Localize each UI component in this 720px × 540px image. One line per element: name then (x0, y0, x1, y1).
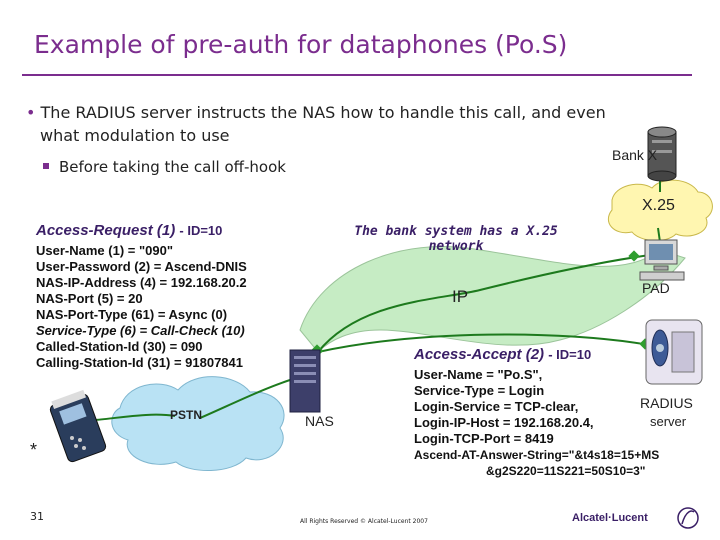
nas-device-icon (289, 349, 321, 413)
page-title: Example of pre-auth for dataphones (Po.S… (34, 30, 568, 59)
bullet-main-line2: what modulation to use (40, 126, 230, 145)
copyright-text: All Rights Reserved © Alcatel-Lucent 200… (300, 518, 428, 525)
bank-label: Bank X (612, 147, 658, 163)
request-attr: Called-Station-Id (30) = 090 (36, 339, 203, 354)
link-pos-pstn (94, 413, 176, 421)
request-attr: User-Password (2) = Ascend-DNIS (36, 259, 247, 274)
page-number: 31 (30, 510, 44, 523)
bullet-dot-icon: • (26, 103, 36, 122)
link-nas-pad (317, 254, 651, 353)
nas-label: NAS (305, 413, 334, 429)
pad-computer-icon (639, 239, 685, 281)
pstn-label: PSTN (170, 408, 203, 422)
accept-attr: User-Name = "Po.S", (414, 367, 543, 382)
link-nas-radius (317, 333, 651, 353)
request-attr: Service-Type (6) = Call-Check (10) (36, 323, 245, 338)
bullet-main: • The RADIUS server instructs the NAS ho… (26, 103, 606, 122)
ip-label: IP (452, 287, 469, 306)
request-attr: NAS-Port-Type (61) = Async (0) (36, 307, 228, 322)
access-request-heading: Access-Request (1) - ID=10 (36, 222, 247, 239)
bank-server-icon (647, 126, 677, 182)
server-label: server (650, 414, 687, 429)
ip-cloud (299, 246, 686, 353)
x25-label: X.25 (642, 197, 675, 214)
access-request-title: Access-Request (1) (36, 222, 176, 239)
access-accept-attributes: User-Name = "Po.S", Service-Type = Login… (414, 367, 659, 479)
accept-attr: Login-IP-Host = 192.168.20.4, (414, 415, 594, 430)
access-request-id: - ID=10 (179, 223, 223, 238)
radius-label: RADIUS (640, 395, 693, 411)
accept-attr: Login-TCP-Port = 8419 (414, 431, 554, 446)
request-attr: Calling-Station-Id (31) = 91807841 (36, 355, 243, 370)
link-pstn-nas (199, 379, 291, 419)
asterisk-mark: * (30, 440, 38, 460)
alcatel-lucent-logo-icon (677, 507, 699, 529)
accept-attr: Login-Service = TCP-clear, (414, 399, 579, 414)
bullet-square-icon (43, 162, 49, 169)
bank-note-line1: The bank system has a X.25 (354, 224, 558, 239)
pos-terminal-icon (49, 389, 107, 463)
accept-attr: Ascend-AT-Answer-String="&t4s18=15+MS (414, 448, 660, 462)
bullet-sub: Before taking the call off-hook (43, 158, 286, 176)
pstn-cloud (111, 376, 285, 471)
radius-server-icon (645, 319, 703, 385)
access-request-block: Access-Request (1) - ID=10 User-Name (1)… (36, 222, 247, 371)
access-accept-block: Access-Accept (2) - ID=10 User-Name = "P… (414, 346, 659, 479)
request-attr: User-Name (1) = "090" (36, 243, 173, 258)
bank-note-line2: network (428, 239, 484, 254)
access-accept-heading: Access-Accept (2) - ID=10 (414, 346, 659, 363)
x25-cloud (607, 179, 713, 241)
bank-note: The bank system has a X.25 network (336, 224, 576, 254)
pad-label: PAD (642, 280, 670, 296)
accept-attr: &g2S220=11S221=50S10=3" (486, 464, 646, 478)
access-request-attributes: User-Name (1) = "090" User-Password (2) … (36, 243, 247, 371)
title-underline (22, 74, 692, 76)
access-accept-title: Access-Accept (2) (414, 346, 545, 363)
request-attr: NAS-Port (5) = 20 (36, 291, 143, 306)
brand-name: Alcatel·Lucent (572, 512, 648, 524)
request-attr: NAS-IP-Address (4) = 192.168.20.2 (36, 275, 247, 290)
access-accept-id: - ID=10 (548, 347, 592, 362)
accept-attr: Service-Type = Login (414, 383, 545, 398)
link-node-marker (628, 250, 640, 262)
bullet-main-line1: The RADIUS server instructs the NAS how … (40, 103, 606, 122)
bullet-sub-text: Before taking the call off-hook (59, 158, 286, 176)
